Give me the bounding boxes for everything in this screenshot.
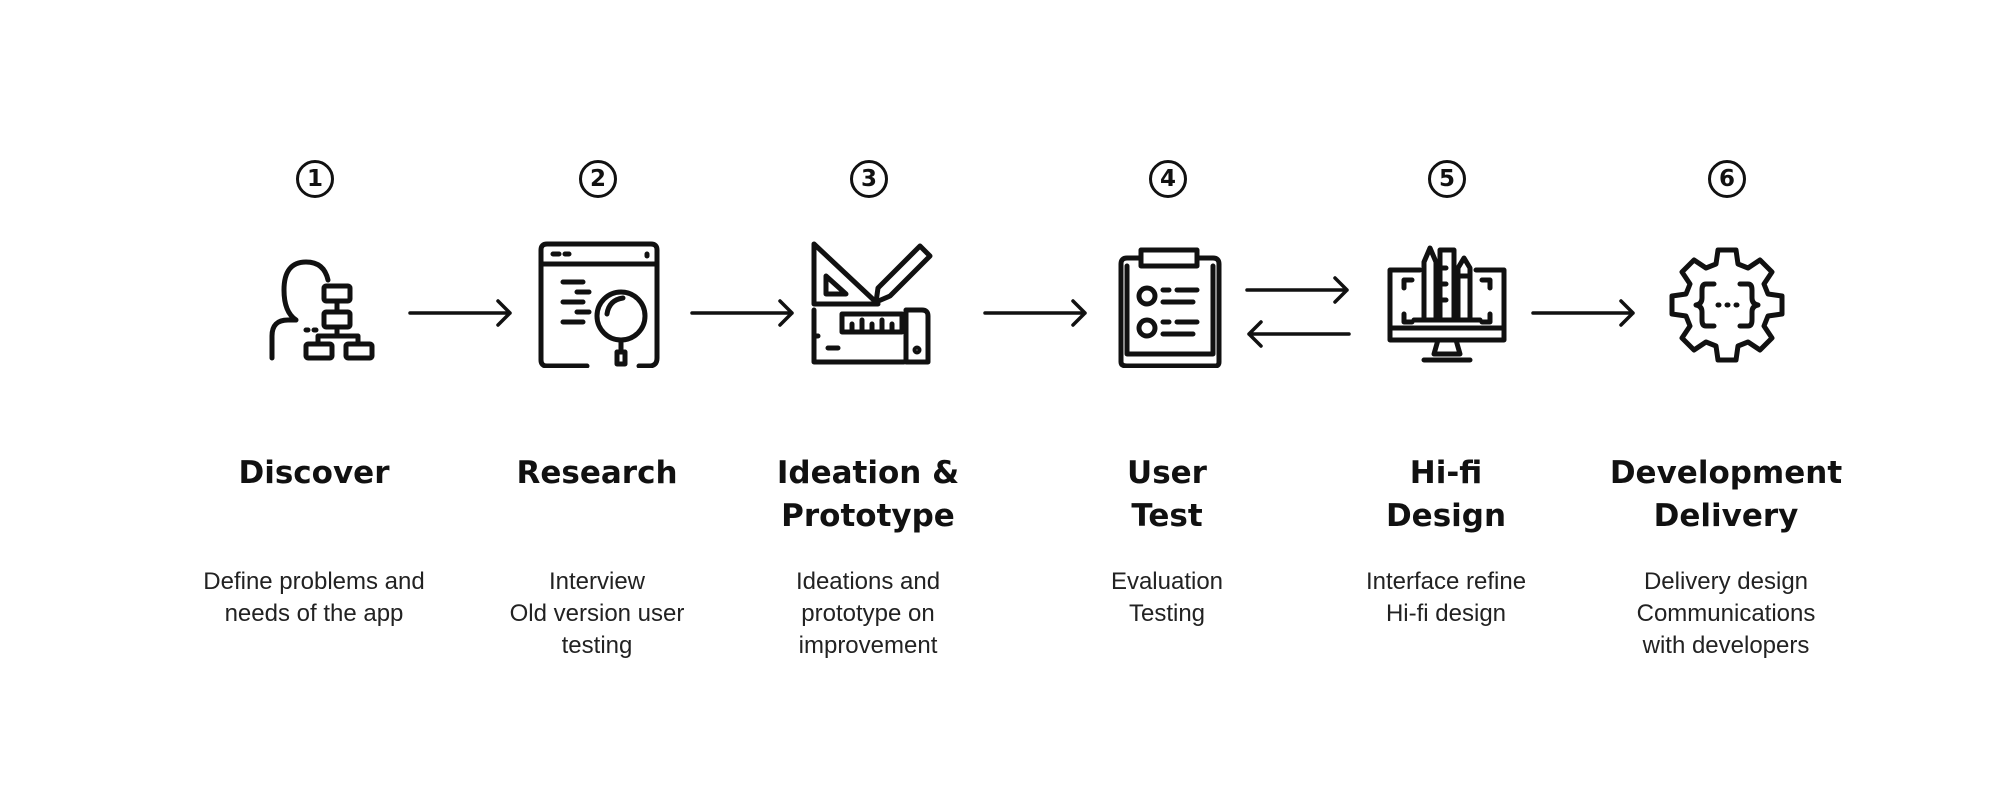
step-title: Discover bbox=[238, 455, 390, 491]
step-hifi-design: 5 Hi-fi Design Interface refine Hi-fi de… bbox=[1286, 0, 1606, 803]
gear-code-icon bbox=[1656, 228, 1796, 368]
arrow-right-icon bbox=[1531, 298, 1637, 328]
step-description: Define problems and needs of the app bbox=[203, 568, 425, 627]
step-title: Development Delivery bbox=[1609, 455, 1843, 534]
step-title: Hi-fi Design bbox=[1385, 455, 1507, 534]
step-title: Ideation & Prototype bbox=[776, 455, 960, 534]
step-user-test: 4 User Test Evaluation Testing bbox=[1007, 0, 1327, 803]
step-title: Research bbox=[516, 455, 678, 491]
step-number-badge: 1 bbox=[296, 160, 334, 198]
browser-magnifier-icon bbox=[527, 228, 667, 368]
step-description: Ideations and prototype on improvement bbox=[795, 568, 941, 659]
step-number-badge: 3 bbox=[850, 160, 888, 198]
step-number-badge: 2 bbox=[579, 160, 617, 198]
step-description: Interface refine Hi-fi design bbox=[1365, 568, 1527, 627]
step-number-badge: 4 bbox=[1149, 160, 1187, 198]
arrow-right-icon bbox=[408, 298, 514, 328]
step-ideation-prototype: 3 Ideation & Prototype Ideations and pro… bbox=[708, 0, 1028, 803]
step-discover: 1 Discover Define problems and needs of … bbox=[154, 0, 474, 803]
step-research: 2 Research Interview Old version user te… bbox=[437, 0, 757, 803]
monitor-design-icon bbox=[1376, 228, 1516, 368]
clipboard-checklist-icon bbox=[1097, 228, 1237, 368]
step-title: User Test bbox=[1127, 455, 1207, 534]
step-development-delivery: 6 Development Delivery Delivery design C… bbox=[1566, 0, 1886, 803]
arrow-right-icon bbox=[983, 298, 1089, 328]
step-description: Evaluation Testing bbox=[1110, 568, 1224, 627]
design-tools-icon bbox=[798, 228, 938, 368]
arrow-right-icon bbox=[690, 298, 796, 328]
person-flowchart-icon bbox=[244, 228, 384, 368]
step-number-badge: 6 bbox=[1708, 160, 1746, 198]
step-description: Delivery design Communications with deve… bbox=[1636, 568, 1816, 659]
bidirectional-arrow-icon bbox=[1245, 272, 1351, 352]
step-number-badge: 5 bbox=[1428, 160, 1466, 198]
step-description: Interview Old version user testing bbox=[509, 568, 685, 659]
